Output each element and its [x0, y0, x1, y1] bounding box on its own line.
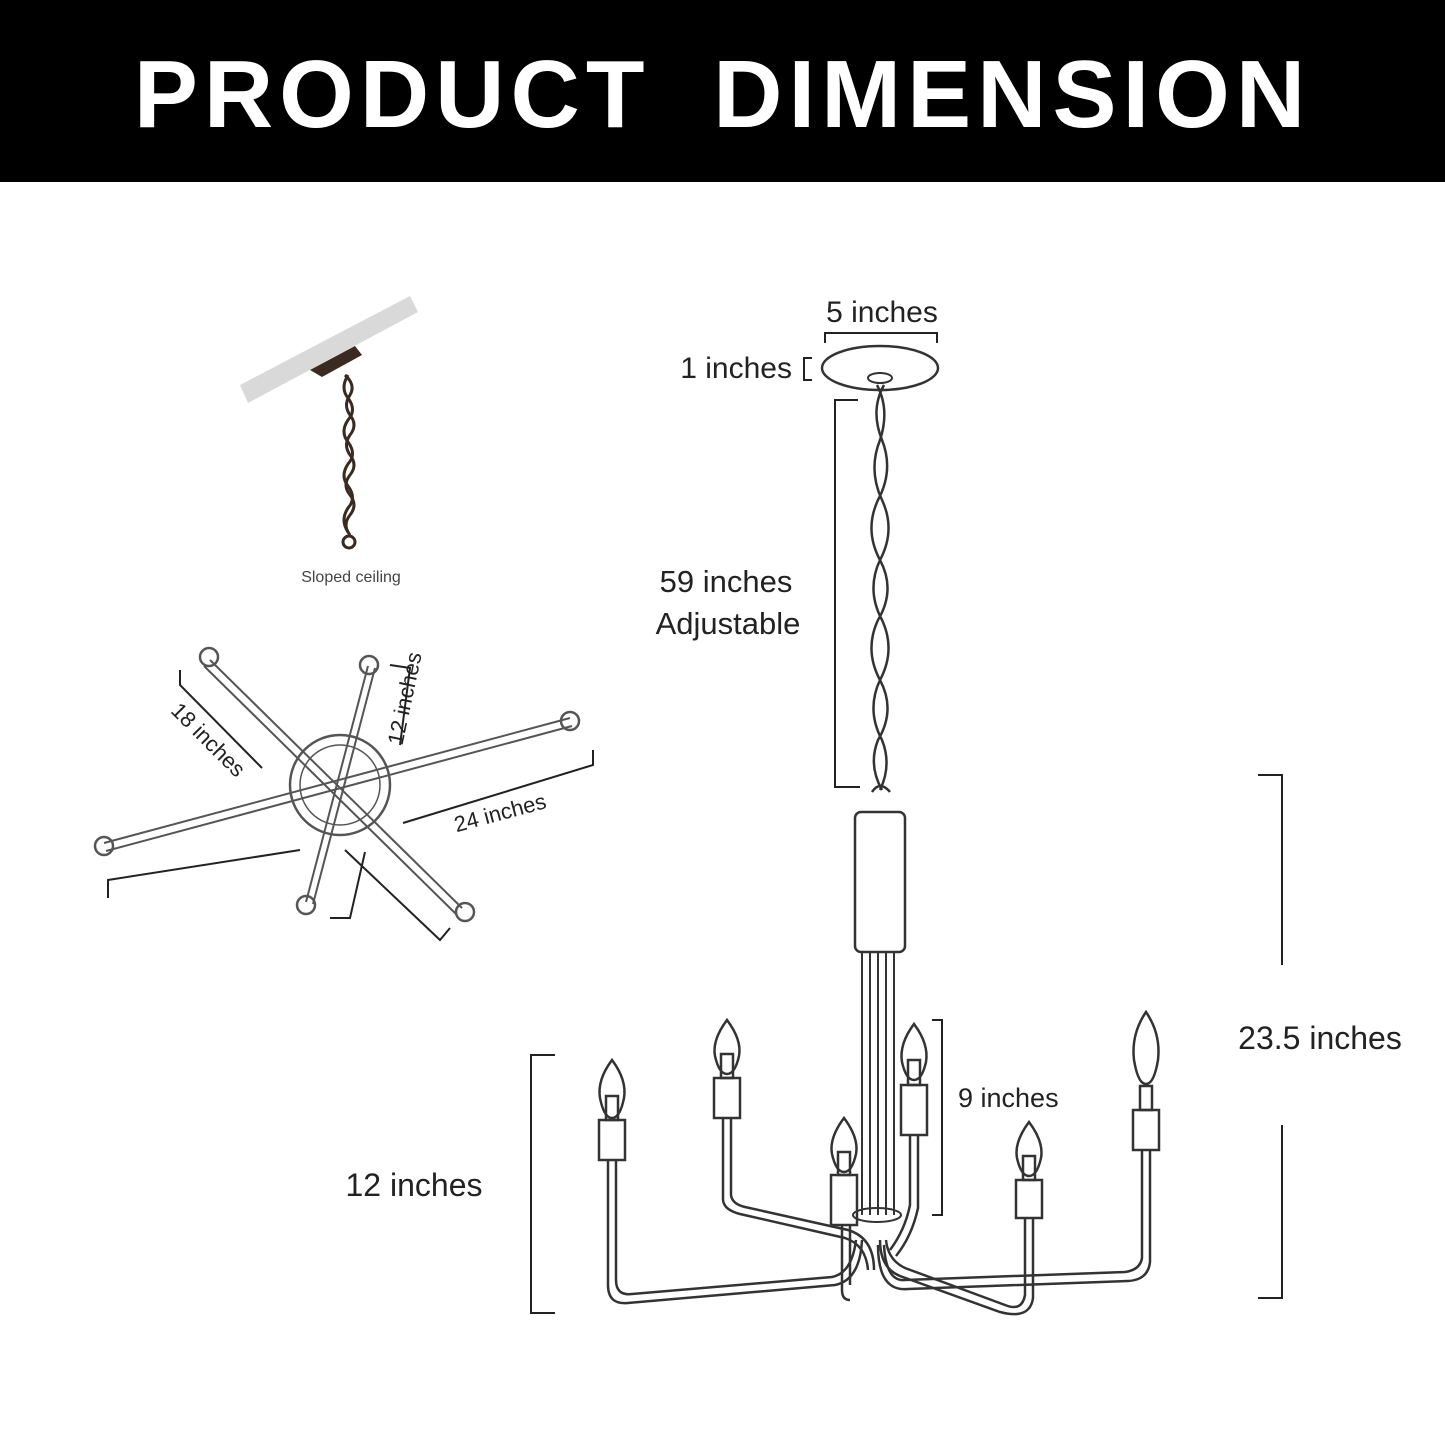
chain [870, 384, 891, 793]
arm-end-caps [93, 646, 581, 923]
span-label: 18 inches [166, 698, 250, 782]
dim-canopy-height [803, 357, 812, 381]
page-title: PRODUCT DIMENSION [133, 41, 1312, 148]
candle-cup-5 [1014, 1178, 1044, 1220]
candles [597, 1009, 1161, 1227]
bulb-4 [900, 1021, 928, 1082]
dim-12-bracket-bottom [330, 851, 366, 919]
dim-body-height-upper [1258, 774, 1283, 965]
width-label: 24 inches [451, 788, 548, 837]
canopy-height-label: 1 inches [680, 352, 792, 385]
canopy-nipple [867, 372, 893, 384]
arm-drop-label: 12 inches [346, 1167, 483, 1203]
sloped-ceiling-caption: Sloped ceiling [301, 569, 401, 586]
dim-canopy-width [824, 332, 938, 343]
chandelier-arms [606, 1118, 1152, 1316]
sloped-chain [341, 373, 357, 550]
candle-cup-6 [1131, 1108, 1161, 1152]
bulb-5 [1015, 1119, 1043, 1178]
bulb-6 [1132, 1009, 1160, 1086]
candle-cup-4 [899, 1083, 929, 1137]
sloped-canopy [310, 346, 362, 377]
candle-cup-1 [597, 1118, 627, 1162]
body-cylinder [853, 810, 907, 954]
stem-rods [861, 952, 895, 1215]
canopy-width-label: 5 inches [826, 296, 938, 329]
chain-length-label: 59 inches [660, 564, 793, 599]
top-view-arms [103, 659, 573, 915]
chandelier-side-view [597, 344, 1161, 1316]
candle-cup-2 [712, 1076, 742, 1120]
title-banner: PRODUCT DIMENSION [0, 0, 1445, 182]
body-height-label: 23.5 inches [1238, 1020, 1402, 1056]
dim-12-bracket [389, 664, 412, 746]
center-disc [288, 733, 392, 837]
sloped-ceiling-illustration: Sloped ceiling [240, 296, 418, 586]
bulb-2 [713, 1017, 741, 1076]
dim-body-height-lower [1258, 1125, 1283, 1299]
sloped-ceiling-plane [240, 296, 418, 403]
chain-adjustable-label: Adjustable [656, 606, 801, 641]
dim-arm-drop [530, 1054, 555, 1314]
candle-height-label: 9 inches [958, 1083, 1059, 1113]
bulb-3 [830, 1115, 858, 1174]
dim-18-bracket [179, 670, 263, 769]
side-view-dimension-lines [530, 332, 1283, 1314]
dim-candle-height [932, 1019, 943, 1216]
top-view-diagram [93, 646, 594, 942]
top-view-dimension-lines [107, 664, 594, 942]
dim-24-bracket-left [107, 849, 301, 898]
dim-24-bracket [402, 750, 594, 824]
arm-length-label: 12 inches [383, 650, 427, 747]
stem-hub [852, 1207, 902, 1223]
dim-chain-length [834, 399, 860, 788]
bulb-1 [598, 1057, 626, 1120]
dim-18-bracket-bottom [344, 849, 451, 942]
center-disc-inner [299, 744, 381, 826]
